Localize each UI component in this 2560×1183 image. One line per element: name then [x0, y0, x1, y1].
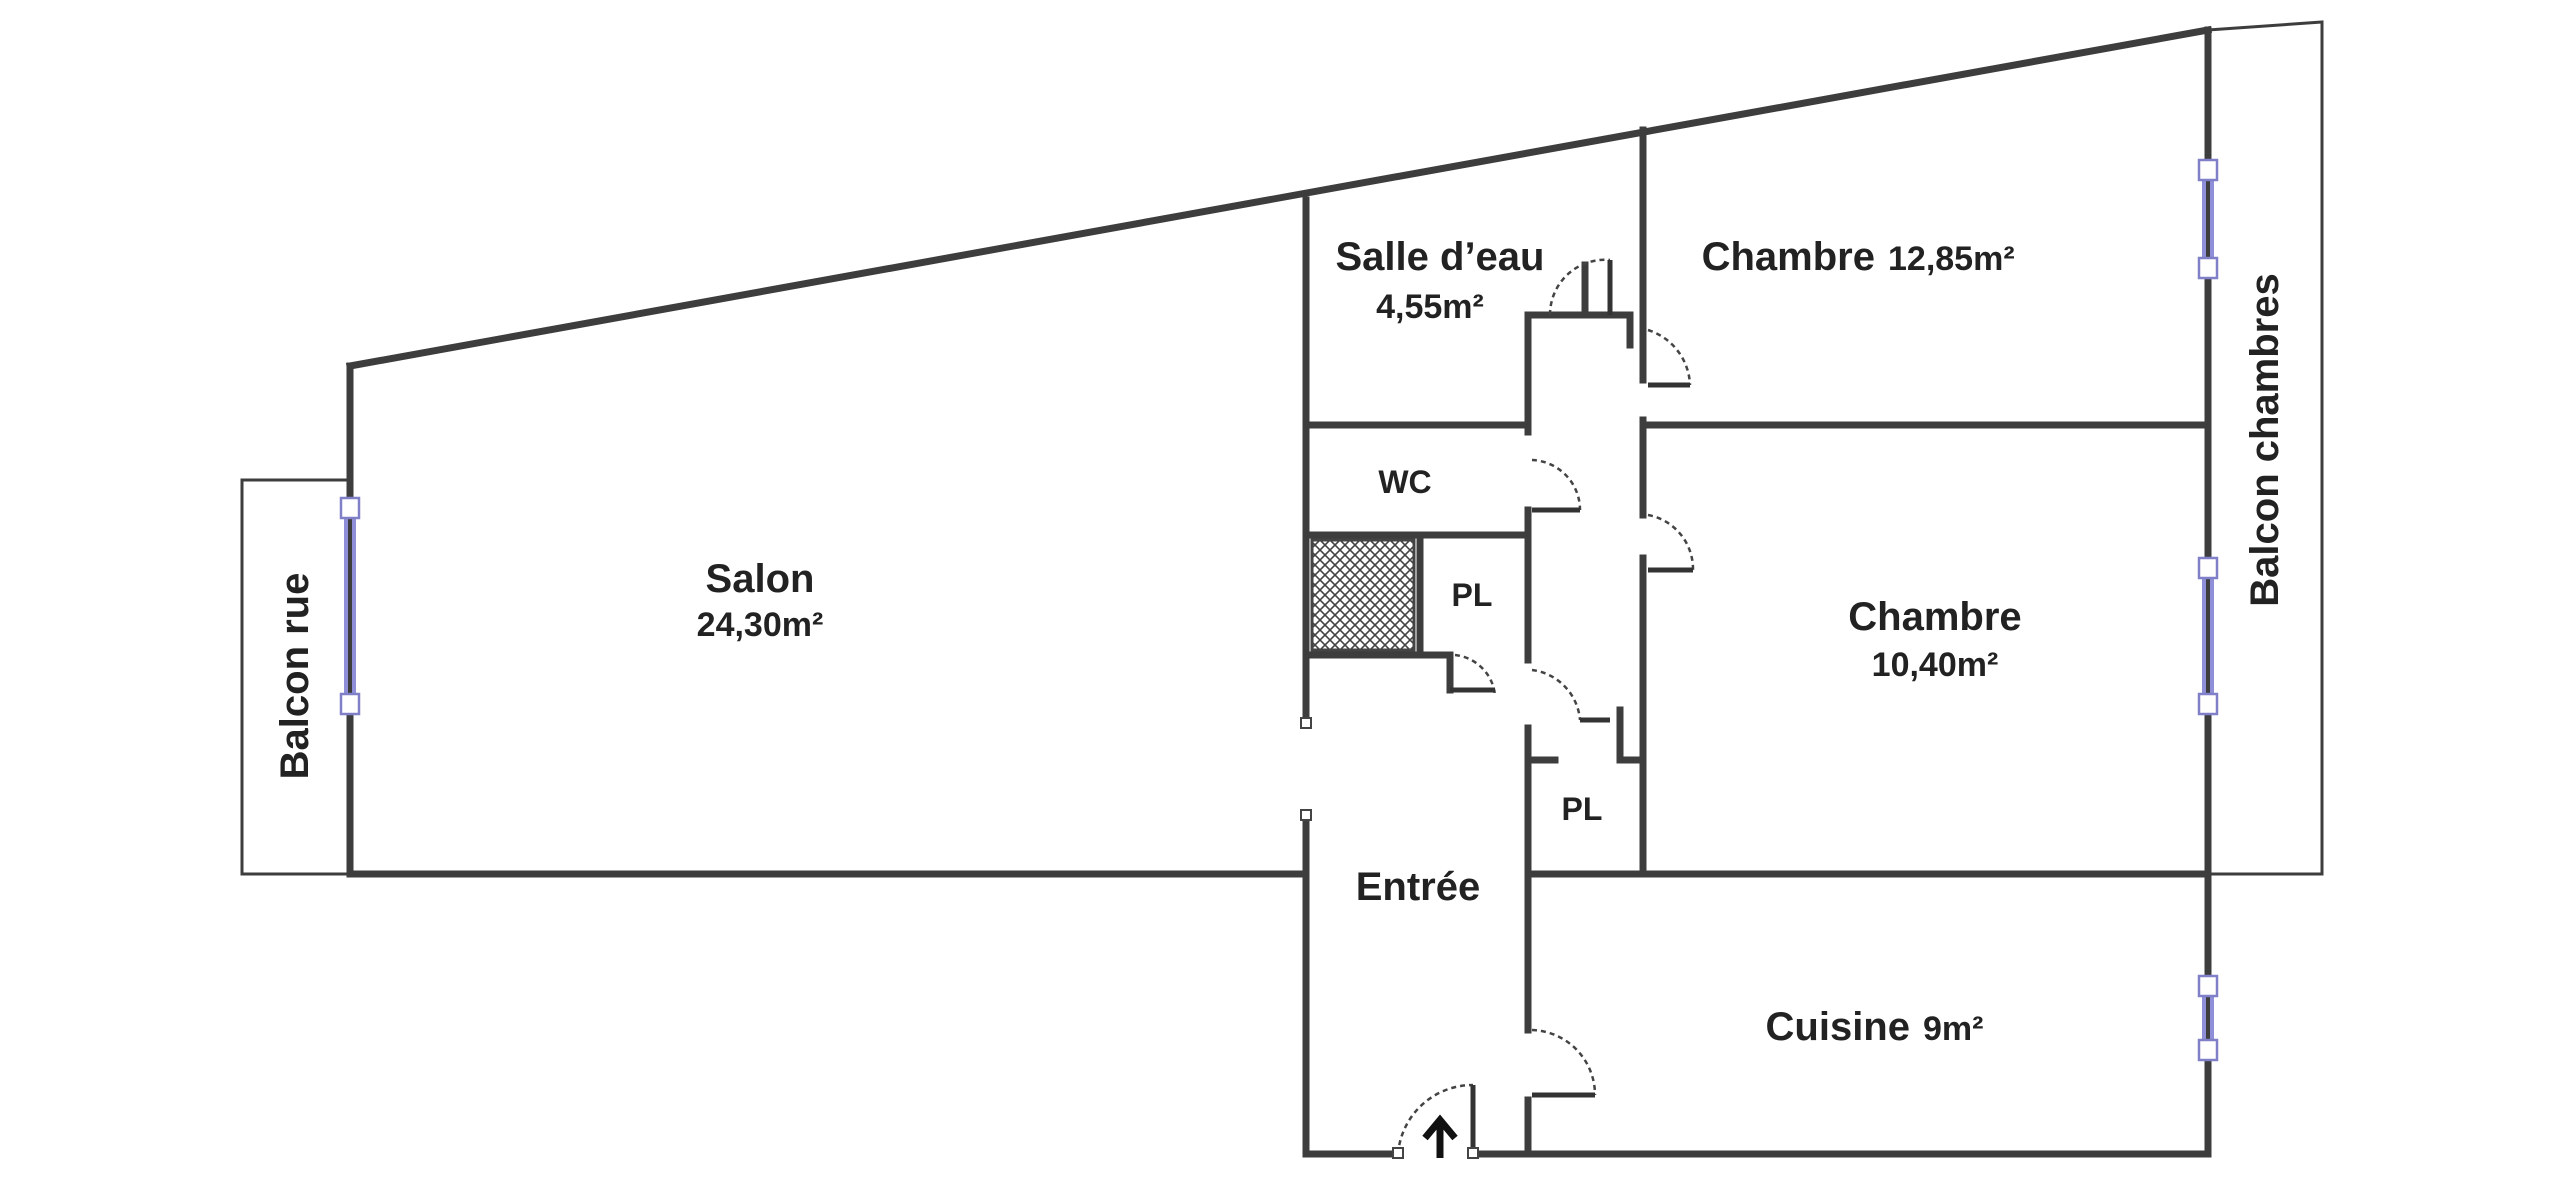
cuisine-name: Cuisine — [1766, 1005, 1910, 1049]
window-chambre-1 — [2197, 158, 2219, 280]
door-cuisine — [1531, 1028, 1597, 1098]
door-chambre-2 — [1647, 513, 1695, 573]
balcon-chambres-outline — [2207, 20, 2324, 876]
balcon-rue-label: Balcon rue — [273, 573, 317, 780]
outer-walls — [345, 25, 2213, 1158]
balcon-rue-outline — [240, 478, 350, 876]
door-salle-eau — [1548, 258, 1613, 316]
balcon-chambres-label: Balcon chambres — [2243, 273, 2287, 606]
window-balcon-rue — [339, 496, 361, 716]
up-arrow-icon — [1422, 1114, 1458, 1158]
salon-name: Salon — [706, 557, 815, 601]
service-shaft — [1310, 538, 1416, 652]
door-pl-lower — [1531, 668, 1610, 723]
chambre-1-name: Chambre — [1702, 235, 1875, 279]
salle-eau-area: 4,55m² — [1376, 288, 1484, 326]
window-cuisine — [2197, 974, 2219, 1062]
cuisine-area: 9m² — [1923, 1010, 1983, 1048]
interior-walls — [1302, 126, 2212, 1158]
salon-area: 24,30m² — [697, 606, 824, 644]
door-entree — [1392, 1083, 1479, 1159]
wc-name: WC — [1378, 464, 1431, 500]
salle-eau-name: Salle d’eau — [1336, 235, 1545, 279]
chambre-2-name: Chambre — [1848, 595, 2021, 639]
chambre-1-area: 12,85m² — [1888, 240, 2015, 278]
opening-post-top — [1300, 717, 1312, 729]
door-chambre-1 — [1647, 328, 1692, 388]
entree-name: Entrée — [1356, 865, 1481, 909]
door-wc — [1531, 458, 1582, 513]
pl-lower-name: PL — [1562, 791, 1603, 827]
pl-upper-name: PL — [1452, 577, 1493, 613]
door-pl-upper — [1450, 653, 1497, 696]
chambre-2-area: 10,40m² — [1872, 646, 1999, 684]
window-chambre-2 — [2197, 556, 2219, 716]
opening-post-bottom — [1300, 809, 1312, 821]
